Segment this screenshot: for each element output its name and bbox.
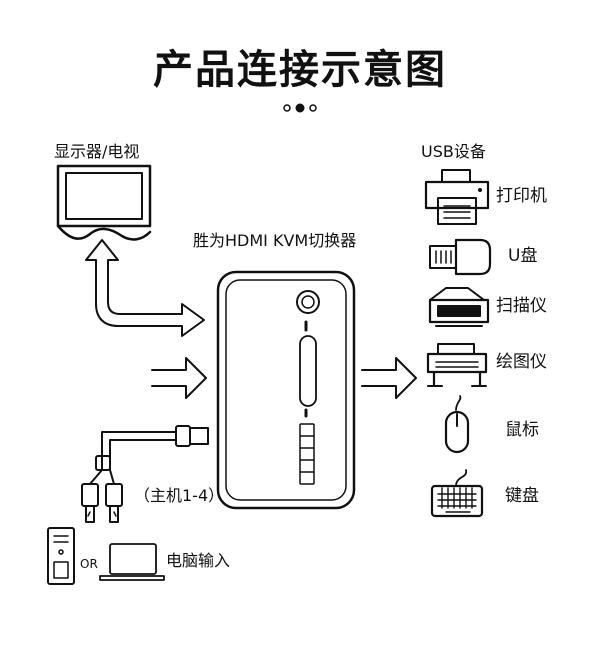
plotter-icon <box>426 343 488 388</box>
desktop-tower-icon <box>47 527 75 585</box>
usb-devices-label: USB设备 <box>421 142 486 161</box>
arrow-switch-to-usb <box>361 357 417 399</box>
pagination-dots <box>283 103 317 113</box>
kvm-switch-device <box>216 270 356 510</box>
device-label-plotter: 绘图仪 <box>496 352 547 372</box>
printer-icon <box>424 169 490 225</box>
kvm-switch-label: 胜为HDMI KVM切换器 <box>193 231 357 250</box>
device-label-keyboard: 键盘 <box>505 486 539 506</box>
page-title: 产品连接示意图 <box>153 47 447 93</box>
scanner-icon <box>428 287 490 327</box>
usb-drive-icon <box>429 238 492 276</box>
pc-input-label: 电脑输入 <box>166 551 231 570</box>
keyboard-icon <box>430 469 484 518</box>
or-label: OR <box>80 557 98 571</box>
device-label-usb-drive: U盘 <box>508 246 538 266</box>
laptop-icon <box>99 543 165 581</box>
hosts-label: （主机1-4） <box>134 486 225 505</box>
arrow-switch-to-monitor <box>85 239 205 337</box>
monitor-label: 显示器/电视 <box>54 142 140 161</box>
mouse-icon <box>444 395 470 454</box>
device-label-printer: 打印机 <box>496 186 547 206</box>
monitor-icon <box>56 164 152 241</box>
device-label-mouse: 鼠标 <box>505 420 539 440</box>
arrow-hosts-to-switch <box>151 357 207 399</box>
brand-logo <box>299 423 315 485</box>
device-label-scanner: 扫描仪 <box>496 296 547 316</box>
usb-cable-icon <box>81 425 209 523</box>
